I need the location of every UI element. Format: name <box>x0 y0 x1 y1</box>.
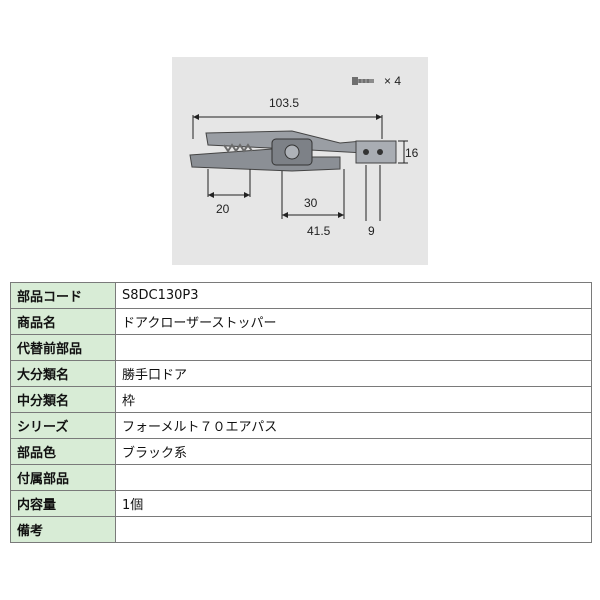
table-row: 大分類名 勝手口ドア <box>10 360 592 387</box>
product-photo: × 4 103.5 16 <box>172 57 428 265</box>
table-row: 中分類名 枠 <box>10 386 592 413</box>
dim-overall-length: 103.5 <box>269 96 299 110</box>
table-row: シリーズ フォーメルト７０エアパス <box>10 412 592 439</box>
dim-mid-span: 30 <box>304 196 318 210</box>
row-value: ドアクローザーストッパー <box>115 308 592 335</box>
dim-height: 16 <box>405 146 419 160</box>
row-label: 部品色 <box>10 438 116 465</box>
row-label: 代替前部品 <box>10 334 116 361</box>
dim-end-span: 9 <box>368 224 375 238</box>
screw-count-label: × 4 <box>384 74 401 88</box>
row-value: 1個 <box>115 490 592 517</box>
row-label: 備考 <box>10 516 116 543</box>
dim-left-span: 20 <box>216 202 230 216</box>
spec-table: 部品コード S8DC130P3 商品名 ドアクローザーストッパー 代替前部品 大… <box>10 282 592 543</box>
row-label: 内容量 <box>10 490 116 517</box>
screw-icon <box>352 77 374 85</box>
row-label: 付属部品 <box>10 464 116 491</box>
row-label: 商品名 <box>10 308 116 335</box>
table-row: 部品色 ブラック系 <box>10 438 592 465</box>
row-value: 枠 <box>115 386 592 413</box>
stopper-body <box>189 130 397 172</box>
row-value: 勝手口ドア <box>115 360 592 387</box>
table-row: 備考 <box>10 516 592 543</box>
table-row: 商品名 ドアクローザーストッパー <box>10 308 592 335</box>
row-label: 中分類名 <box>10 386 116 413</box>
row-value <box>115 464 592 491</box>
table-row: 内容量 1個 <box>10 490 592 517</box>
table-row: 部品コード S8DC130P3 <box>10 282 592 309</box>
row-value <box>115 334 592 361</box>
row-label: 大分類名 <box>10 360 116 387</box>
dim-right-span: 41.5 <box>307 224 331 238</box>
row-value <box>115 516 592 543</box>
row-value: フォーメルト７０エアパス <box>115 412 592 439</box>
row-value: ブラック系 <box>115 438 592 465</box>
door-closer-stopper-drawing: × 4 103.5 16 <box>189 74 419 238</box>
row-label: 部品コード <box>10 282 116 309</box>
row-label: シリーズ <box>10 412 116 439</box>
table-row: 代替前部品 <box>10 334 592 361</box>
table-row: 付属部品 <box>10 464 592 491</box>
row-value: S8DC130P3 <box>115 282 592 309</box>
